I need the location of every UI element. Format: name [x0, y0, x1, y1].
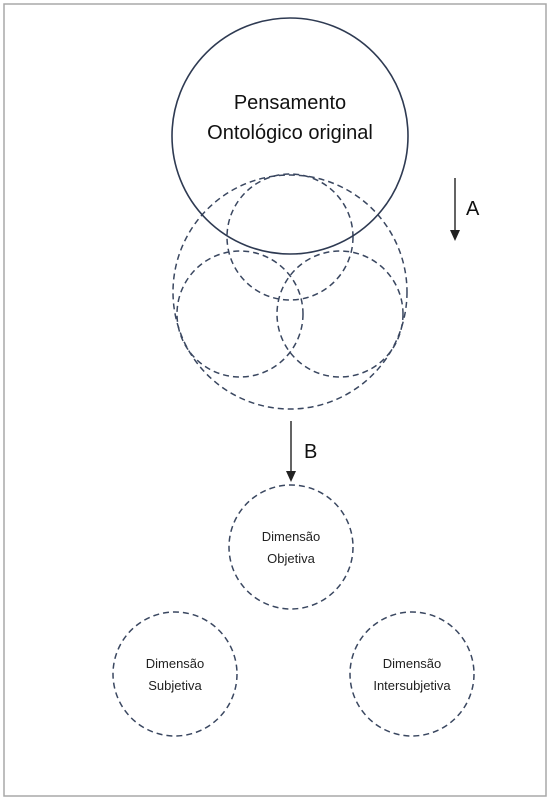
objective-dimension-line1: Dimensão — [262, 529, 321, 544]
overlap-circle-left — [176, 250, 304, 378]
subjective-dimension-line2: Subjetiva — [148, 678, 202, 693]
original-thought-circle — [171, 17, 409, 255]
intersubjective-dimension-circle — [349, 611, 475, 737]
overlap-circle-top — [226, 173, 354, 301]
intersubjective-dimension-line2: Intersubjetiva — [373, 678, 451, 693]
arrow-b-head — [286, 471, 296, 482]
overlap-circle-right — [276, 250, 404, 378]
original-thought-line1: Pensamento — [234, 92, 346, 114]
arrow-a-label: A — [466, 198, 480, 220]
outer-dashed-circle — [172, 174, 408, 410]
arrow-b-label: B — [304, 441, 317, 463]
diagram-frame — [3, 3, 547, 797]
subjective-dimension-line1: Dimensão — [146, 656, 205, 671]
objective-dimension-circle — [228, 484, 354, 610]
subjective-dimension-circle — [112, 611, 238, 737]
original-thought-line2: Ontológico original — [207, 122, 373, 144]
objective-dimension-line2: Objetiva — [267, 551, 315, 566]
arrow-a-head — [450, 230, 460, 241]
intersubjective-dimension-line1: Dimensão — [383, 656, 442, 671]
